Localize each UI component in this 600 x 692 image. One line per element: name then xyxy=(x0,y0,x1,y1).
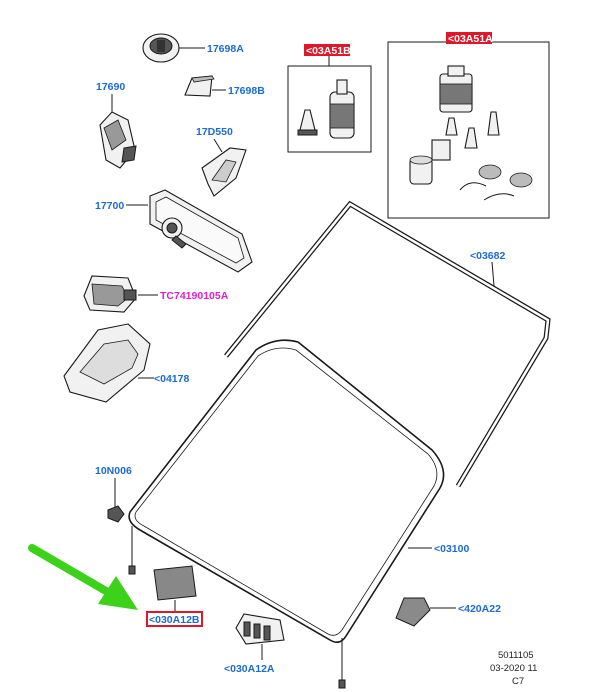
part-17d550-bracket xyxy=(201,138,247,197)
label-tc74190105a: TC74190105A xyxy=(160,290,229,302)
label-04178: <04178 xyxy=(154,373,189,385)
footer-rev: C7 xyxy=(512,676,524,687)
label-030a12b: <030A12B xyxy=(149,614,200,626)
part-04178-cover xyxy=(63,323,154,403)
kit-box-2: <03A51A xyxy=(387,32,550,219)
part-03100-windscreen xyxy=(128,339,445,689)
label-17690: 17690 xyxy=(96,81,125,93)
label-17698a: 17698A xyxy=(207,43,244,55)
part-030a12b-pad xyxy=(146,565,203,627)
label-17d550: 17D550 xyxy=(196,126,233,138)
part-17698a-cover xyxy=(142,33,205,63)
label-kit-2: <03A51A xyxy=(448,33,493,45)
label-17698b: 17698B xyxy=(228,85,265,97)
part-tc74190105a xyxy=(83,275,158,313)
label-420a22: <420A22 xyxy=(458,603,501,615)
kit-box-1: <03A51B xyxy=(287,44,372,153)
label-kit-1: <03A51B xyxy=(306,45,351,57)
footer-code: 5011105 xyxy=(498,650,534,661)
part-17690-sensor xyxy=(99,94,137,169)
label-030a12a: <030A12A xyxy=(224,663,275,675)
part-030a12a-bracket xyxy=(235,613,285,660)
part-03682-moulding xyxy=(224,200,551,488)
footer-date: 03-2020 11 xyxy=(490,663,537,674)
label-03100: <03100 xyxy=(434,543,469,555)
green-arrow-icon xyxy=(28,544,138,610)
part-10n006-clip xyxy=(107,478,125,523)
label-03682: <03682 xyxy=(470,250,505,262)
part-17698b-cap xyxy=(184,75,226,97)
part-17700-mirror xyxy=(126,189,253,273)
label-10n006: 10N006 xyxy=(95,465,132,477)
part-420a22-sensor xyxy=(395,597,456,627)
label-17700: 17700 xyxy=(95,200,124,212)
